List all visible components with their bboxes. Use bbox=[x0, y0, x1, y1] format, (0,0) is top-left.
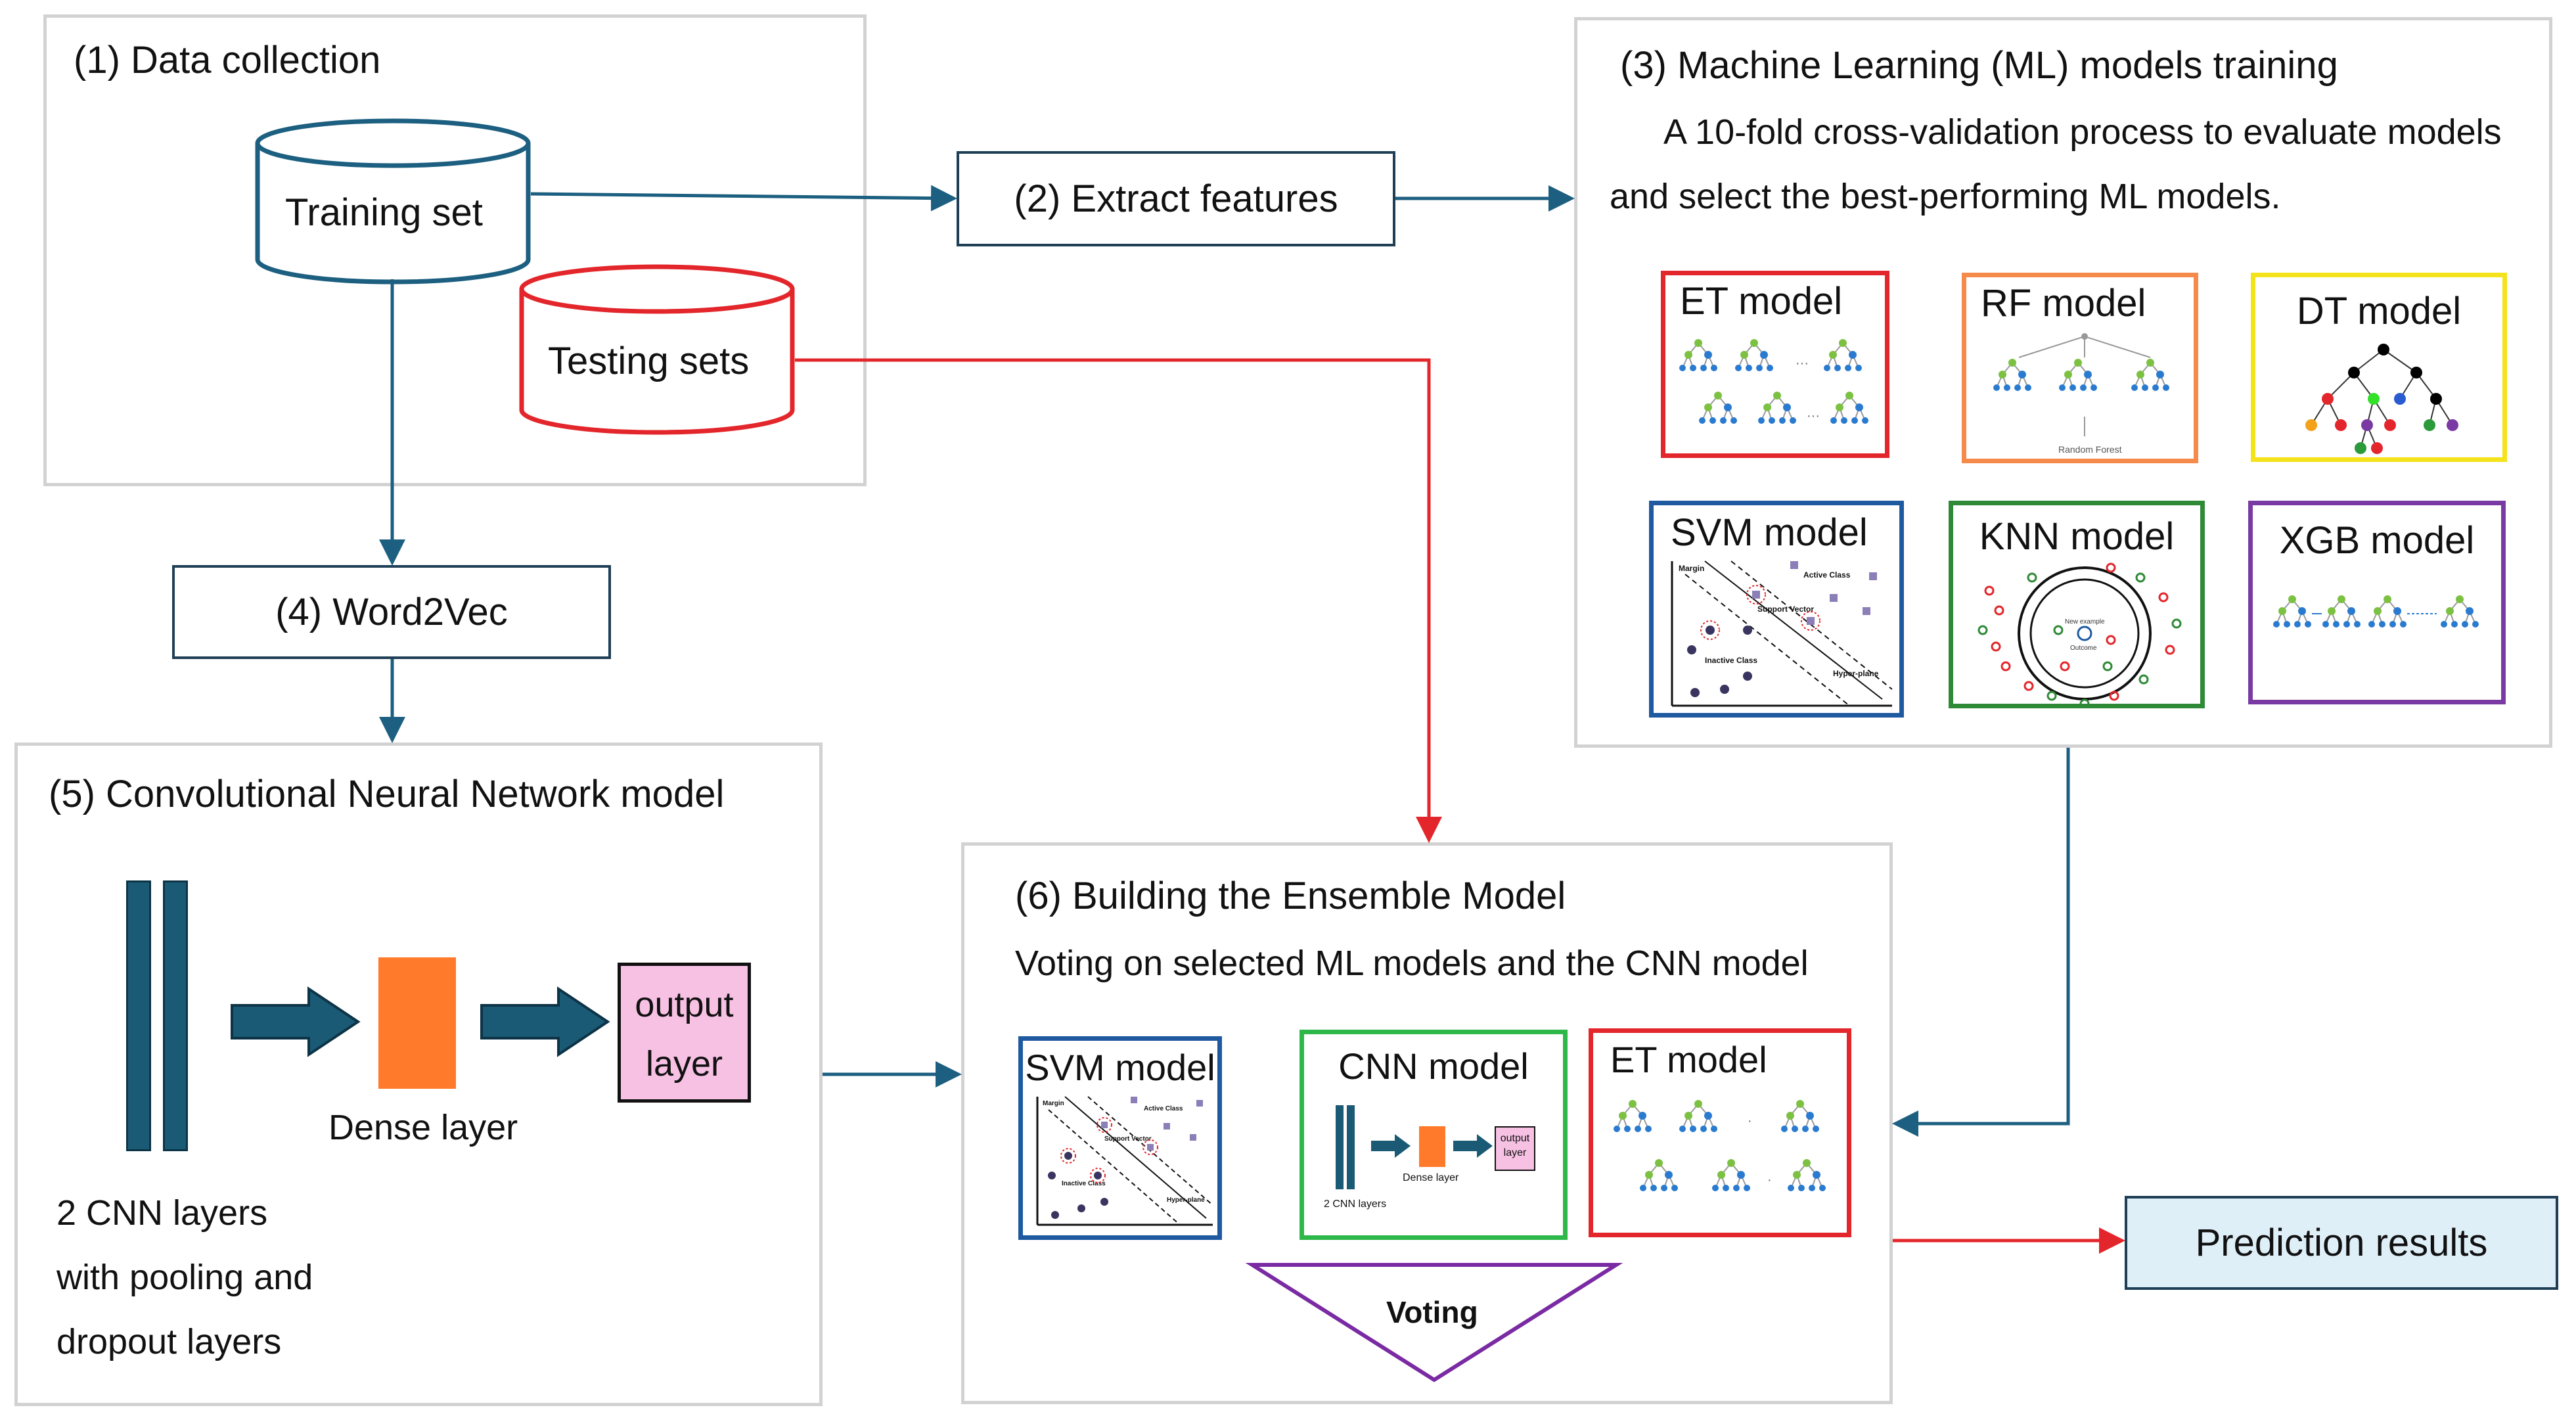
arrow-testing-to-ensemble bbox=[795, 358, 1442, 843]
mini-output-label-2: layer bbox=[1503, 1147, 1527, 1158]
svm-hyper-text: Hyper-plane bbox=[1833, 669, 1879, 678]
dense-layer-label: Dense layer bbox=[328, 1108, 518, 1147]
ensemble-svm-support-text: Support Vector bbox=[1104, 1135, 1152, 1143]
et-trees-icon: ··· ··· bbox=[1679, 338, 1869, 424]
arrow-ml-to-ensemble bbox=[1892, 748, 2070, 1137]
knn-model-label: KNN model bbox=[1979, 515, 2175, 558]
prediction-results-box: Prediction results bbox=[2125, 1196, 2558, 1290]
svm-plot-icon: Margin Active Class Support Vector Inact… bbox=[1671, 560, 1893, 707]
ensemble-svm-hyper-text: Hyper-plane bbox=[1167, 1197, 1205, 1204]
svm-margin-text: Margin bbox=[1679, 564, 1704, 573]
ensemble-svm-label: SVM model bbox=[1025, 1047, 1215, 1088]
et-model-label: ET model bbox=[1680, 280, 1843, 323]
ensemble-cnn-label: CNN model bbox=[1338, 1045, 1529, 1087]
ensemble-et-trees-icon: · · bbox=[1613, 1099, 1826, 1192]
ensemble-et-label: ET model bbox=[1610, 1039, 1767, 1080]
ensemble-svm-active-text: Active Class bbox=[1144, 1105, 1183, 1112]
voting-triangle bbox=[1245, 1263, 1623, 1382]
mini-cnn-bar-2 bbox=[1347, 1105, 1355, 1189]
xgb-trees-icon bbox=[2272, 595, 2479, 628]
svm-model-card: SVM model Margin Active Class Support Ve… bbox=[1649, 501, 1904, 718]
cnn-arrow-1-icon bbox=[231, 986, 361, 1057]
svg-text:···: ··· bbox=[1796, 356, 1809, 371]
ensemble-cnn-card: CNN model output layer Dense layer 2 CNN… bbox=[1299, 1030, 1568, 1240]
dt-tree-icon bbox=[2305, 344, 2458, 454]
output-layer-block: output layer bbox=[618, 963, 751, 1103]
mini-cnn-bar-1 bbox=[1336, 1105, 1344, 1189]
svm-model-label: SVM model bbox=[1671, 511, 1868, 554]
ensemble-svm-icon: Margin Active Class Support Vector Inact… bbox=[1036, 1096, 1213, 1226]
knn-out-text: Outcome bbox=[2070, 645, 2097, 652]
cnn-caption-3: dropout layers bbox=[56, 1322, 282, 1361]
xgb-model-label: XGB model bbox=[2279, 519, 2475, 562]
extract-features-label: (2) Extract features bbox=[1014, 177, 1338, 220]
cnn-layer-bar-2 bbox=[163, 880, 188, 1151]
svm-inactive-text: Inactive Class bbox=[1705, 656, 1757, 665]
mini-cnn-arrow-1-icon bbox=[1371, 1134, 1411, 1158]
svg-text:·: · bbox=[1748, 1114, 1752, 1128]
prediction-results-label: Prediction results bbox=[2195, 1222, 2488, 1264]
et-model-card: ET model ··· ··· bbox=[1661, 271, 1889, 458]
mini-dense-block bbox=[1419, 1126, 1445, 1167]
knn-circles-icon: New example Outcome bbox=[1977, 562, 2182, 704]
dt-model-label: DT model bbox=[2296, 290, 2462, 332]
cnn-arrow-2-icon bbox=[480, 986, 610, 1057]
data-collection-title: (1) Data collection bbox=[74, 39, 381, 81]
ml-training-desc-1: A 10-fold cross-validation process to ev… bbox=[1663, 112, 2502, 152]
word2vec-label: (4) Word2Vec bbox=[275, 591, 508, 633]
ensemble-svm-card: SVM model Margin Active Class Support Ve… bbox=[1018, 1036, 1222, 1240]
svg-text:·: · bbox=[1767, 1173, 1772, 1187]
word2vec-box: (4) Word2Vec bbox=[172, 565, 611, 659]
dense-layer-block bbox=[378, 957, 456, 1089]
svm-support-text: Support Vector bbox=[1757, 605, 1814, 614]
ensemble-svm-inactive-text: Inactive Class bbox=[1062, 1180, 1106, 1187]
voting-label: Voting bbox=[1386, 1295, 1478, 1329]
mini-cnn-arrow-2-icon bbox=[1453, 1134, 1493, 1158]
cnn-caption-1: 2 CNN layers bbox=[56, 1193, 268, 1233]
testing-sets-cylinder bbox=[519, 264, 795, 435]
ml-training-title: (3) Machine Learning (ML) models trainin… bbox=[1620, 44, 2338, 87]
ensemble-et-card: ET model · · bbox=[1589, 1028, 1851, 1237]
rf-model-label: RF model bbox=[1981, 282, 2146, 325]
rf-forest-caption: Random Forest bbox=[2058, 444, 2122, 455]
ensemble-desc: Voting on selected ML models and the CNN… bbox=[1015, 944, 1809, 983]
output-layer-label-2: layer bbox=[645, 1044, 723, 1084]
cnn-caption-2: with pooling and bbox=[56, 1258, 313, 1297]
mini-dense-label: Dense layer bbox=[1403, 1172, 1459, 1183]
testing-sets-label: Testing sets bbox=[548, 340, 750, 382]
rf-forest-icon: Random Forest bbox=[1993, 333, 2170, 455]
ensemble-svm-margin-text: Margin bbox=[1043, 1100, 1064, 1107]
mini-output-block: output layer bbox=[1495, 1126, 1535, 1171]
ml-training-desc-2: and select the best-performing ML models… bbox=[1610, 177, 2281, 216]
rf-model-card: RF model Random Forest bbox=[1962, 273, 2198, 463]
output-layer-label-1: output bbox=[635, 985, 734, 1024]
cnn-layer-bar-1 bbox=[126, 880, 151, 1151]
knn-new-text: New example bbox=[2065, 618, 2105, 626]
xgb-model-card: XGB model bbox=[2248, 501, 2506, 704]
mini-cnn-label: 2 CNN layers bbox=[1324, 1199, 1387, 1210]
ensemble-title: (6) Building the Ensemble Model bbox=[1015, 875, 1566, 917]
extract-features-box: (2) Extract features bbox=[957, 151, 1395, 246]
arrow-training-to-extract bbox=[530, 185, 957, 212]
training-set-cylinder bbox=[255, 118, 531, 285]
svm-active-text: Active Class bbox=[1803, 570, 1851, 580]
training-set-label: Training set bbox=[285, 191, 483, 234]
mini-output-label-1: output bbox=[1500, 1133, 1530, 1144]
dt-model-card: DT model bbox=[2251, 273, 2507, 462]
cnn-title: (5) Convolutional Neural Network model bbox=[49, 773, 725, 815]
svg-text:···: ··· bbox=[1807, 409, 1820, 423]
knn-model-card: KNN model New example Outcome bbox=[1949, 501, 2205, 708]
